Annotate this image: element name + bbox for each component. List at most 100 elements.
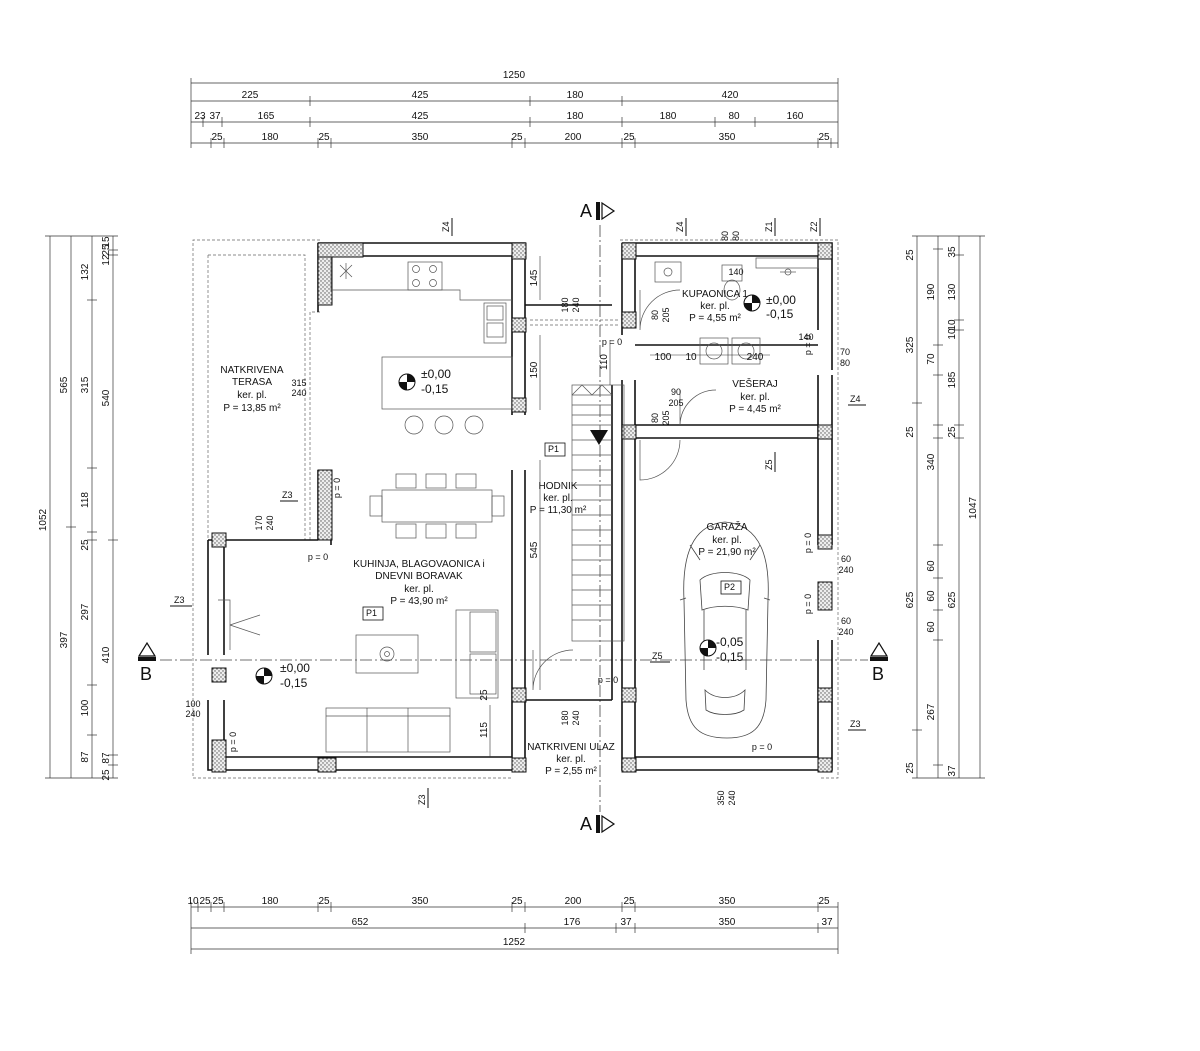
dim-top-1: 225 — [242, 90, 259, 101]
doors — [218, 289, 717, 691]
dim-top-2: 160 — [787, 111, 804, 122]
opening-dim: 240 — [185, 709, 200, 719]
opening-dim: 180 — [560, 297, 570, 312]
svg-text:P = 4,45 m²: P = 4,45 m² — [729, 404, 781, 415]
opening-dim: 240 — [265, 515, 275, 530]
dim-right-mid: 60 — [926, 560, 937, 572]
inner-dim: 240 — [747, 352, 764, 363]
svg-text:-0,05: -0,05 — [716, 635, 744, 649]
dim-right-outer: 325 — [905, 336, 916, 353]
tag-z5: Z5 — [652, 651, 663, 661]
dim-bottom-1: 200 — [565, 896, 582, 907]
wall-tags — [170, 218, 866, 808]
dim-top-3: 25 — [623, 132, 635, 143]
staircase — [571, 384, 625, 642]
section-marker-b-right: B — [869, 641, 889, 684]
dim-left-mid: 132 — [80, 263, 91, 280]
terrace-outline — [192, 239, 839, 779]
opening-dim: 80 — [650, 413, 660, 423]
wall-tag-text: Z4 Z4 Z1 Z2 Z3 Z3 Z4 Z5 Z5 Z3 Z3 P1 P1 P… — [174, 221, 861, 805]
dim-right-mid: 60 — [926, 590, 937, 602]
svg-text:ker. pl.: ker. pl. — [237, 390, 266, 401]
dim-top-3: 25 — [818, 132, 830, 143]
svg-text:P = 21,90 m²: P = 21,90 m² — [698, 547, 756, 558]
left-dimension-text: 1052 565 397 132 315 118 25 297 100 87 5… — [38, 236, 112, 781]
opening-dim: 170 — [254, 515, 264, 530]
tag-z3: Z3 — [417, 794, 427, 805]
inner-dim: 545 — [529, 541, 540, 558]
sill-marker: p = 0 — [308, 552, 328, 562]
opening-dim: 90 — [671, 387, 681, 397]
svg-text:P = 4,55 m²: P = 4,55 m² — [689, 313, 741, 324]
svg-text:A: A — [580, 814, 592, 834]
svg-text:P = 43,90 m²: P = 43,90 m² — [390, 596, 448, 607]
dim-right-inner: 130 — [947, 283, 958, 300]
section-marker-a-top: A — [580, 201, 616, 221]
dim-top-overall: 1250 — [503, 70, 526, 81]
svg-text:KUHINJA, BLAGOVAONICA i: KUHINJA, BLAGOVAONICA i — [353, 559, 485, 570]
dim-right-overall: 1047 — [968, 496, 979, 519]
dim-left-overall: 1052 — [38, 508, 49, 531]
level-marker-terrace: ±0,00 -0,15 — [255, 661, 310, 690]
dim-top-3: 180 — [262, 132, 279, 143]
opening-dim: 140 — [798, 332, 813, 342]
left-dimension-chains — [45, 235, 118, 779]
sill-marker: p = 0 — [602, 337, 622, 347]
opening-dim: 240 — [571, 710, 581, 725]
opening-dim: 240 — [291, 388, 306, 398]
opening-dim: 80 — [650, 310, 660, 320]
svg-text:±0,00: ±0,00 — [421, 367, 451, 381]
section-marker-b-left: B — [137, 641, 157, 684]
dim-left-mid: 315 — [80, 376, 91, 393]
dim-left-outer: 565 — [59, 376, 70, 393]
dim-bottom-2: 37 — [620, 917, 632, 928]
opening-dim: 205 — [661, 410, 671, 425]
sill-marker: p = 0 — [803, 533, 813, 553]
opening-dim: 60 — [841, 616, 851, 626]
inner-dim: 145 — [529, 269, 540, 286]
tag-z4: Z4 — [675, 221, 685, 232]
sill-marker: p = 0 — [228, 732, 238, 752]
opening-dim: 240 — [727, 790, 737, 805]
top-dimension-chains — [190, 78, 839, 148]
room-label-veseraj: VEŠERAJ ker. pl. P = 4,45 m² — [729, 377, 781, 415]
sill-height-markers: p = 0 p = 0 p = 0 p = 0 p = 0 p = 0 p = … — [228, 335, 813, 752]
svg-text:P = 13,85 m²: P = 13,85 m² — [223, 403, 281, 414]
dim-bottom-1: 350 — [412, 896, 429, 907]
sill-marker: p = 0 — [803, 335, 813, 355]
svg-text:-0,15: -0,15 — [280, 676, 308, 690]
room-label-hodnik: HODNIK ker. pl. P = 11,30 m² — [530, 481, 587, 516]
dim-top-3: 25 — [318, 132, 330, 143]
dim-bottom-1: 25 — [199, 896, 211, 907]
dim-top-3: 25 — [511, 132, 523, 143]
svg-text:TERASA: TERASA — [232, 377, 272, 388]
svg-text:ker. pl.: ker. pl. — [700, 301, 729, 312]
dim-left-mid: 118 — [80, 492, 91, 508]
dim-left-mid: 25 — [80, 539, 91, 551]
sill-marker: p = 0 — [332, 478, 342, 498]
svg-text:ker. pl.: ker. pl. — [404, 584, 433, 595]
dim-left-mid: 297 — [80, 603, 91, 620]
opening-dim: 180 — [560, 710, 570, 725]
opening-dim: 100 — [185, 699, 200, 709]
tag-z1: Z1 — [764, 221, 774, 232]
opening-dim: 240 — [838, 565, 853, 575]
dim-right-mid: 25 — [905, 762, 916, 774]
dim-top-2: 80 — [728, 111, 740, 122]
level-marker-garage: -0,05 -0,15 — [699, 635, 744, 664]
dim-left-tiny: 15 — [101, 236, 112, 248]
dim-right-mid: 60 — [926, 621, 937, 633]
section-cut-lines — [160, 225, 868, 812]
dim-right-tiny: 10 — [947, 328, 958, 340]
opening-dim: 240 — [571, 297, 581, 312]
tag-z4: Z4 — [850, 394, 861, 404]
svg-text:B: B — [872, 664, 884, 684]
svg-text:±0,00: ±0,00 — [766, 293, 796, 307]
opening-dim: 60 — [841, 554, 851, 564]
stair-direction-arrow — [590, 430, 608, 445]
right-dimension-chains — [912, 235, 985, 779]
level-marker-bath: ±0,00 -0,15 — [743, 293, 796, 321]
svg-text:-0,15: -0,15 — [716, 650, 744, 664]
kitchen-furniture — [325, 256, 513, 753]
